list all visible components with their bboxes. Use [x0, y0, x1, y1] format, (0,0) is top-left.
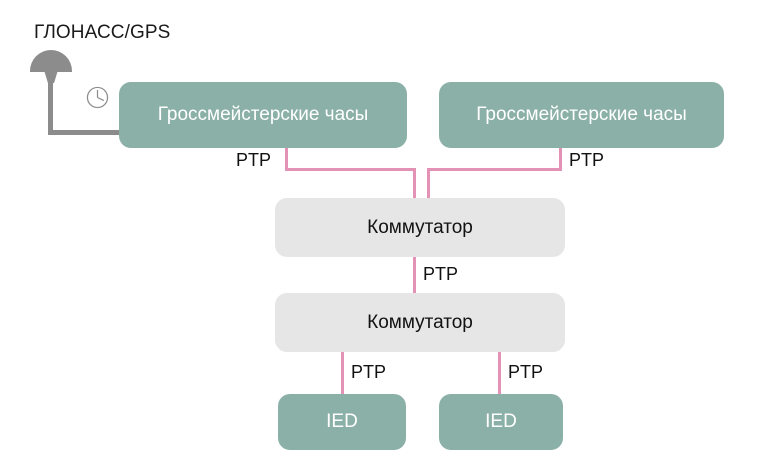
clock-icon [86, 86, 109, 109]
ptp-link-gm-right-horizontal [427, 168, 562, 171]
ptp-link-switch-to-switch [413, 257, 416, 293]
ptp-label-ied-left: PTP [351, 362, 387, 382]
antenna-neck [44, 70, 58, 83]
node-ied-left[interactable]: IED [278, 394, 406, 450]
ptp-link-gm-left-vertical [285, 148, 288, 171]
ptp-link-gm-right-dropdown [427, 168, 430, 199]
ptp-link-gm-left-dropdown [413, 168, 416, 199]
node-label: IED [326, 411, 358, 432]
node-grandmaster-clock-right[interactable]: Гроссмейстерские часы [439, 82, 724, 148]
ptp-label-gm-right: PTP [569, 150, 605, 170]
antenna-mast [48, 82, 53, 134]
satellite-dish-icon [30, 50, 72, 84]
antenna-to-gm-link [48, 130, 123, 135]
ptp-label-ied-right: PTP [508, 362, 544, 382]
ptp-link-ied-left [341, 352, 344, 395]
node-label: IED [485, 411, 517, 432]
node-grandmaster-clock-left[interactable]: Гроссмейстерские часы [119, 82, 407, 148]
node-label: Коммутатор [367, 216, 473, 238]
ptp-link-gm-left-horizontal [285, 168, 416, 171]
node-label: Гроссмейстерские часы [157, 104, 369, 125]
ptp-label-switch-to-switch: PTP [423, 264, 459, 284]
node-switch-lower[interactable]: Коммутатор [275, 293, 565, 352]
ptp-link-gm-right-vertical [559, 148, 562, 171]
page-title: ГЛОНАСС/GPS [34, 22, 171, 43]
node-label: Гроссмейстерские часы [476, 104, 687, 125]
node-label: Коммутатор [367, 311, 473, 333]
node-ied-right[interactable]: IED [439, 394, 563, 450]
antenna-dome [30, 50, 72, 72]
ptp-label-gm-left: PTP [236, 150, 272, 170]
ptp-link-ied-right [498, 352, 501, 395]
node-switch-upper[interactable]: Коммутатор [275, 198, 565, 257]
